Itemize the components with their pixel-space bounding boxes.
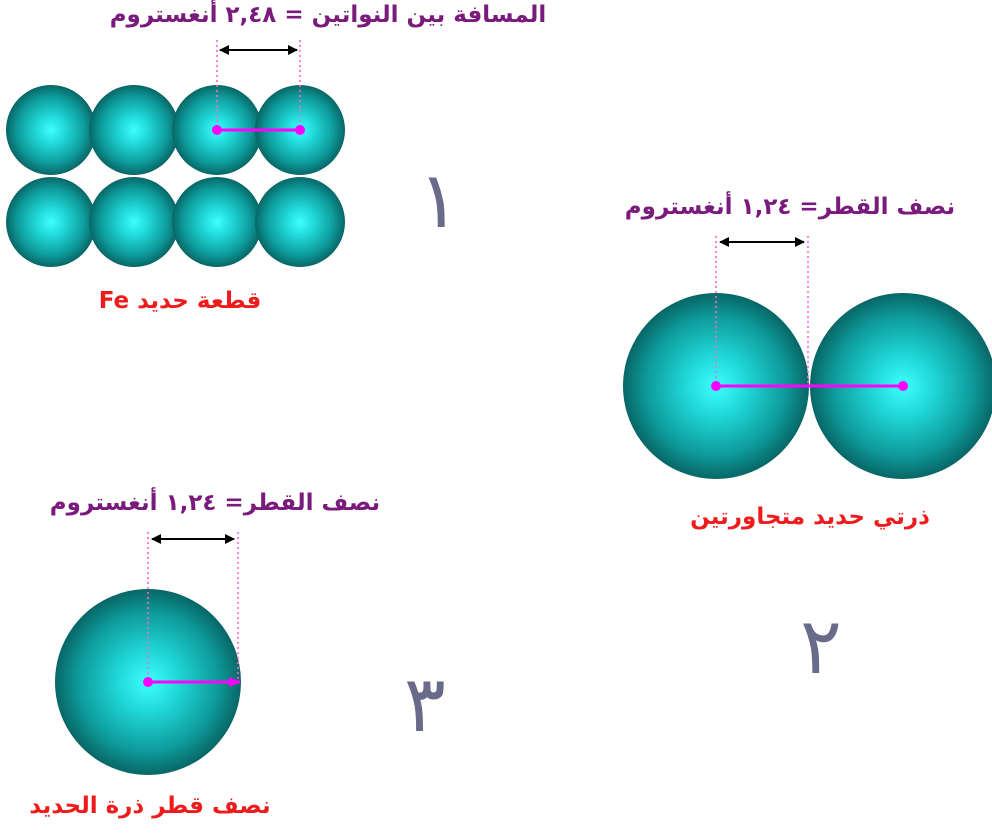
radius-label-panel3: نصف القطر= ١,٢٤ أنغستروم bbox=[49, 490, 381, 516]
lattice-atom bbox=[6, 177, 96, 267]
nucleus-marker bbox=[711, 381, 721, 391]
radius-label-panel2: نصف القطر= ١,٢٤ أنغستروم bbox=[624, 194, 956, 220]
lattice-atom bbox=[6, 85, 96, 175]
atom-radius-caption: نصف قطر ذرة الحديد bbox=[29, 793, 271, 819]
lattice-atom bbox=[172, 177, 262, 267]
nucleus-marker bbox=[143, 677, 153, 687]
iron-piece-caption: قطعة حديد Fe bbox=[98, 288, 262, 314]
nucleus-marker bbox=[295, 125, 305, 135]
nucleus-marker bbox=[212, 125, 222, 135]
panel-number-3: ٣ bbox=[404, 660, 446, 750]
panel-number-2: ٢ bbox=[800, 602, 842, 692]
lattice-atom bbox=[89, 85, 179, 175]
panel2-two-atoms bbox=[623, 236, 992, 479]
internuclear-distance-label: المسافة بين النواتين = ٢,٤٨ أنغستروم bbox=[109, 2, 547, 28]
lattice-atom bbox=[255, 177, 345, 267]
panel3-single-atom bbox=[55, 532, 241, 775]
panel-number-1: ١ bbox=[418, 156, 460, 246]
two-atoms-caption: ذرتي حديد متجاورتين bbox=[690, 504, 930, 530]
lattice-atom bbox=[89, 177, 179, 267]
nucleus-marker bbox=[898, 381, 908, 391]
panel1-iron-lattice bbox=[6, 40, 345, 267]
